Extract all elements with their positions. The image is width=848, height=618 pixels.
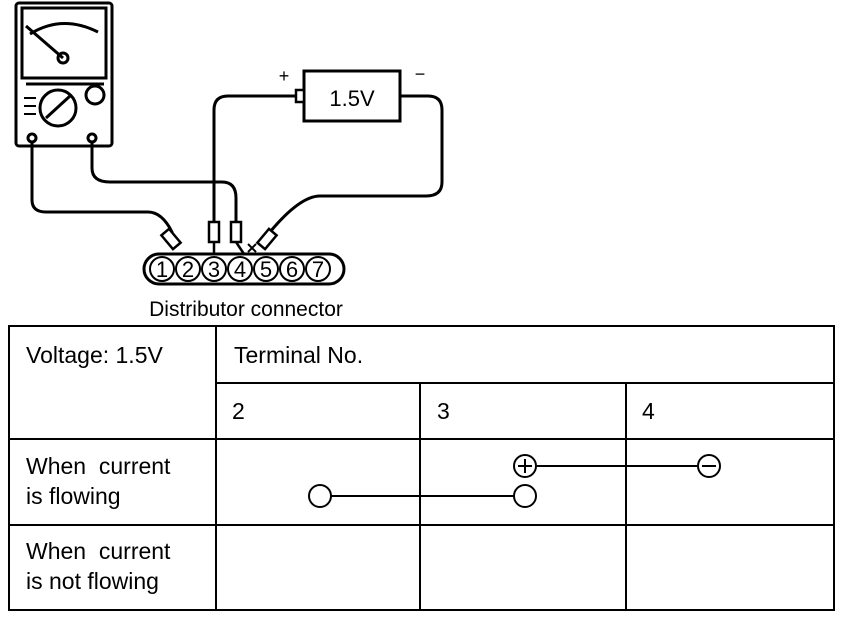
connector-pin-2 — [175, 256, 201, 282]
battery-plus-sign: + — [279, 66, 290, 86]
connector-pin-3 — [201, 256, 227, 282]
lead-battery-minus-to-terminal-5 — [268, 94, 444, 234]
connector-pin-label-7: 7 — [312, 257, 324, 282]
terminal-4-minus-symbol — [697, 454, 721, 478]
battery-minus-sign: − — [415, 64, 426, 84]
row-current-not-flowing-line1: When current — [26, 538, 171, 564]
terminal-4-header: 4 — [642, 398, 655, 424]
terminal-header: Terminal No. — [234, 342, 364, 368]
voltage-header: Voltage: 1.5V — [26, 342, 163, 368]
terminal-3-plus-symbol — [513, 454, 537, 478]
connector-pin-1 — [149, 256, 175, 282]
lead-battery-plus-to-terminal-3 — [212, 94, 300, 226]
battery: 1.5V + − — [279, 64, 426, 123]
connector-pin-5 — [253, 256, 279, 282]
lead-meter-to-terminal-2 — [30, 140, 174, 234]
terminal-3-header: 3 — [437, 398, 450, 424]
battery-label: 1.5V — [329, 86, 375, 111]
connector-pin-label-3: 3 — [208, 257, 220, 282]
connector-pin-label-2: 2 — [182, 257, 194, 282]
probes — [159, 220, 279, 255]
connector-pin-7 — [305, 256, 331, 282]
multimeter — [14, 1, 114, 148]
row-current-not-flowing-label: When current is not flowing — [26, 536, 170, 596]
row-current-flowing-line2: is flowing — [26, 483, 121, 509]
row-current-flowing-label: When current is flowing — [26, 451, 170, 511]
terminal-table — [8, 325, 835, 611]
connector-pin-label-5: 5 — [260, 257, 272, 282]
row-current-flowing-line1: When current — [26, 453, 171, 479]
connector-pin-6 — [279, 256, 305, 282]
connector-pin-label-6: 6 — [286, 257, 298, 282]
terminal-2-header: 2 — [232, 398, 245, 424]
connector-caption: Distributor connector — [149, 298, 343, 321]
connector-pin-label-4: 4 — [234, 257, 246, 282]
test-leads — [30, 94, 444, 234]
terminal-2-circle — [308, 484, 332, 508]
continuity-flowing — [308, 454, 721, 508]
connector-pin-label-1: 1 — [156, 257, 168, 282]
connector-pin-4 — [227, 256, 253, 282]
row-current-not-flowing-line2: is not flowing — [26, 568, 159, 594]
lead-meter-to-terminal-4 — [90, 140, 238, 226]
terminal-3-circle — [513, 484, 537, 508]
